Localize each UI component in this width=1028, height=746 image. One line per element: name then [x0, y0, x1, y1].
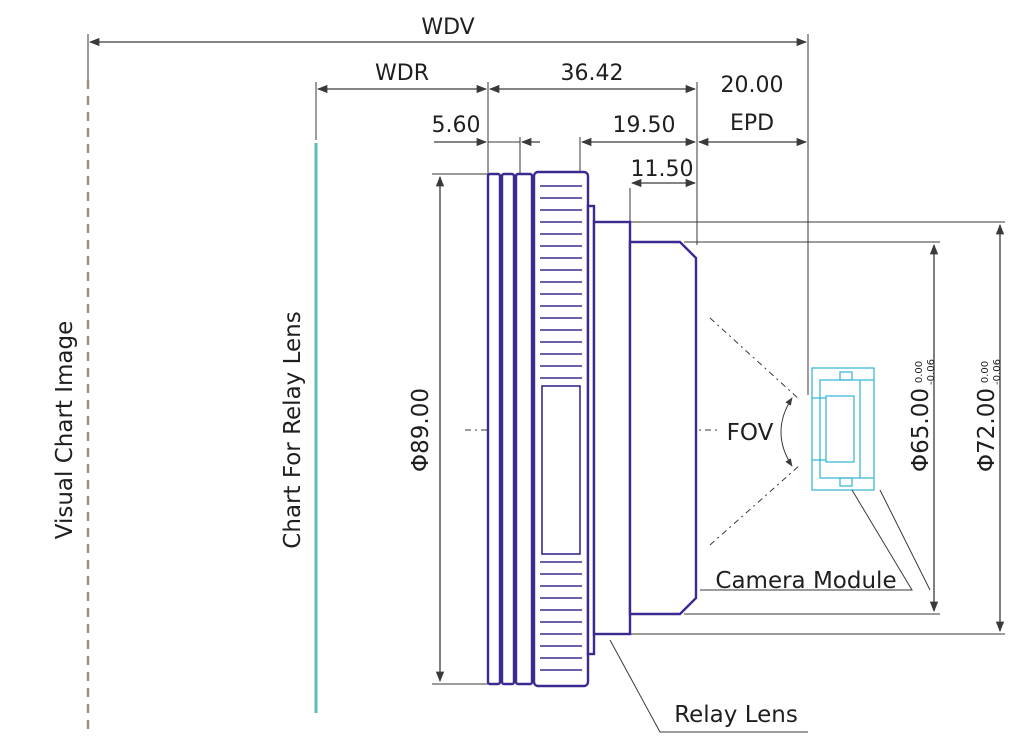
d1150-label: 11.50: [631, 157, 694, 182]
d65-label: Φ65.00: [908, 388, 934, 472]
epd-label: EPD: [730, 111, 774, 136]
camera-module-label: Camera Module: [715, 568, 896, 594]
d65-tol-lower: -0.06: [926, 359, 937, 385]
d1950-label: 19.50: [613, 113, 676, 138]
relay-chart-label: Chart For Relay Lens: [280, 311, 306, 548]
epd-value-label: 20.00: [721, 73, 784, 98]
d65-tol-upper: 0.00: [914, 361, 925, 383]
fov-arc: [780, 397, 793, 467]
wdv-label: WDV: [421, 15, 474, 40]
fov-ray-top: [709, 317, 801, 401]
camera-leader-2: [879, 489, 931, 591]
fov-label: FOV: [727, 420, 774, 446]
relay-lens-leader: [609, 639, 808, 733]
camera-module: [811, 367, 875, 491]
d72-label: Φ72.00: [974, 388, 1000, 472]
d72-tol-lower: -0.06: [992, 359, 1003, 385]
relay-lens-body: [486, 170, 698, 688]
visual-chart-label: Visual Chart Image: [52, 321, 78, 540]
wdr-label: WDR: [375, 61, 429, 86]
relay-lens-label: Relay Lens: [674, 702, 798, 728]
d89-label: Φ89.00: [408, 388, 434, 472]
d560-label: 5.60: [432, 113, 481, 138]
camera-leader-1: [700, 489, 913, 591]
fov-ray-bottom: [709, 464, 801, 546]
d72-tol-upper: 0.00: [980, 361, 991, 383]
length-total-label: 36.42: [561, 61, 624, 86]
